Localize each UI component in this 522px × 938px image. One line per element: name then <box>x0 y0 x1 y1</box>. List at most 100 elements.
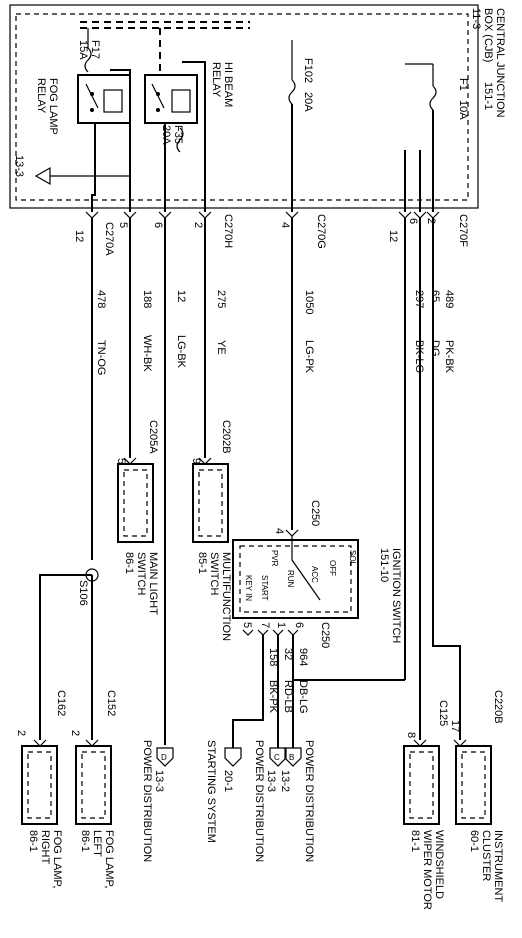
fog-left-label-1: FOG LAMP, <box>103 830 115 888</box>
circuit-297-num: 297 <box>413 290 425 308</box>
wire-489 <box>432 218 461 740</box>
circuit-964-color: DB-LG <box>297 680 309 714</box>
ref-tag-c: C <box>274 753 280 762</box>
relay-coil-icon <box>103 89 123 113</box>
fuse-f1-rating: 10A <box>457 100 469 120</box>
main-light-switch: C205A 5 MAIN LIGHT SWITCH 86-1 <box>115 420 159 615</box>
ref-start-page: 20-1 <box>222 770 234 792</box>
fog-lamp-right: C162 2 FOG LAMP, RIGHT 86-1 <box>15 690 67 888</box>
fog-lamp-left: C152 2 FOG LAMP, LEFT 86-1 <box>69 690 117 888</box>
instrument-cluster: C220B 17 INSTRUMENT CLUSTER 60-1 <box>449 690 504 902</box>
fuse-f102-rating: 20A <box>302 92 314 112</box>
circuit-32-num: 32 <box>282 648 294 660</box>
wiper-label-2: WIPER MOTOR <box>421 830 433 910</box>
cluster-label-2: CLUSTER <box>480 830 492 881</box>
circuit-12-color: LG-BK <box>175 335 187 369</box>
relay-coil-icon <box>171 89 191 113</box>
connector-c250-top: C250 <box>309 500 321 526</box>
pin-9: 9 <box>190 458 202 464</box>
circuit-188-num: 188 <box>141 290 153 308</box>
pin-12b: 12 <box>387 230 399 242</box>
hibeam-relay-label-2: RELAY <box>210 62 222 98</box>
ign-pos-keyin: KEY IN <box>244 575 253 601</box>
fog-left-label-2: LEFT <box>91 830 103 857</box>
fog-right-label-1: FOG LAMP, <box>51 830 63 888</box>
fuse-f17-icon <box>84 47 92 73</box>
circuit-478-color: TN-OG <box>95 340 107 375</box>
circuit-158-num: 158 <box>267 648 279 666</box>
pin-2c: 2 <box>15 730 27 736</box>
ignition-ref: 151-10 <box>378 548 390 582</box>
fuse-f35-icon <box>176 127 184 153</box>
ign-pos-off: OFF <box>328 560 337 576</box>
circuit-1050-num: 1050 <box>303 290 315 314</box>
wiper-label-1: WINDSHIELD <box>433 830 445 899</box>
wire-158 <box>232 635 264 748</box>
ign-pin-1: 1 <box>275 622 287 628</box>
circuit-275-color: YE <box>215 340 227 355</box>
cjb-page-ref: 11-3 <box>470 8 482 29</box>
fuse-f17-rating: 15A <box>77 40 89 60</box>
ref-d-page: 13-3 <box>153 770 165 792</box>
hi-beam-relay: HI BEAM RELAY <box>144 62 234 124</box>
fuse-f102-id: F102 <box>302 58 314 83</box>
ref-power-distribution-c: C 13-3 POWER DISTRIBUTION <box>253 740 287 862</box>
ref-tag-b: B <box>289 753 294 762</box>
ref-power-distribution-b: B 13-2 POWER DISTRIBUTION <box>279 740 315 862</box>
fuse-f1-icon <box>429 85 437 111</box>
connector-c202b: C202B <box>220 420 232 454</box>
circuit-32-color: RD-LB <box>282 680 294 713</box>
pin-2d: 2 <box>69 730 81 736</box>
ref-b-page: 13-2 <box>279 770 291 792</box>
connector-c270h: C270H <box>222 214 234 248</box>
fog-right-ref: 86-1 <box>27 830 39 852</box>
multifunction-ref: 85-1 <box>196 552 208 574</box>
ref-c-text: POWER DISTRIBUTION <box>253 740 265 862</box>
fuse-f17-id: F17 <box>89 40 101 59</box>
ref-starting-system: 20-1 STARTING SYSTEM <box>205 740 242 843</box>
circuit-275-num: 275 <box>215 290 227 308</box>
circuit-158-color: BK-PK <box>267 680 279 714</box>
ref-flag-icon <box>284 747 302 767</box>
ign-pin-6: 6 <box>293 622 305 628</box>
pin-4-ignition: 4 <box>273 528 285 534</box>
connector-c152: C152 <box>105 690 117 716</box>
wiper-ref: 81-1 <box>409 830 421 852</box>
circuit-12-num: 12 <box>175 290 187 302</box>
circuit-964-num: 964 <box>297 648 309 666</box>
circuit-489-num: 489 <box>443 290 455 308</box>
connector-c250-bottom: C250 <box>319 622 331 648</box>
circuit-188-color: WH-BK <box>141 335 153 372</box>
cjb-outer-border <box>9 4 479 209</box>
connector-c125: C125 <box>437 700 449 726</box>
connector-c162: C162 <box>55 690 67 716</box>
connector-c270g: C270G <box>315 214 327 249</box>
ref-tag-d: D <box>161 753 167 762</box>
multifunction-label-2: SWITCH <box>208 552 220 595</box>
circuit-489-color: PK-BK <box>443 340 455 374</box>
circuit-65-color: DG <box>429 340 441 357</box>
wire-275-cjb <box>182 61 206 212</box>
ignition-label-1: IGNITION SWITCH <box>390 548 402 643</box>
connector-c270a: C270A <box>103 222 115 256</box>
wire-188-cjb <box>110 69 131 212</box>
pin-5-switch: 5 <box>115 458 127 464</box>
fog-relay-label-1: FOG LAMP <box>47 78 59 135</box>
pin-2a: 2 <box>192 222 204 228</box>
main-light-ref: 86-1 <box>123 552 135 574</box>
circuit-297-color: BK-LG <box>413 340 425 373</box>
ground-triangle-icon <box>34 166 51 186</box>
wire-478-cjb <box>91 123 96 212</box>
pin-5: 5 <box>117 222 129 228</box>
ign-pos-acc: ACC <box>310 566 319 583</box>
connector-c205a: C205A <box>147 420 159 454</box>
cluster-ref: 60-1 <box>468 830 480 852</box>
fog-left-ref: 86-1 <box>79 830 91 852</box>
connector-c220b: C220B <box>492 690 504 724</box>
cjb-inner-border <box>15 13 469 201</box>
central-junction-box: CENTRAL JUNCTION BOX (CJB) 151-1 11-3 <box>9 4 506 209</box>
fog-right-label-2: RIGHT <box>39 830 51 865</box>
ign-pin-7: 7 <box>259 622 271 628</box>
ign-pos-start: START <box>260 575 269 601</box>
